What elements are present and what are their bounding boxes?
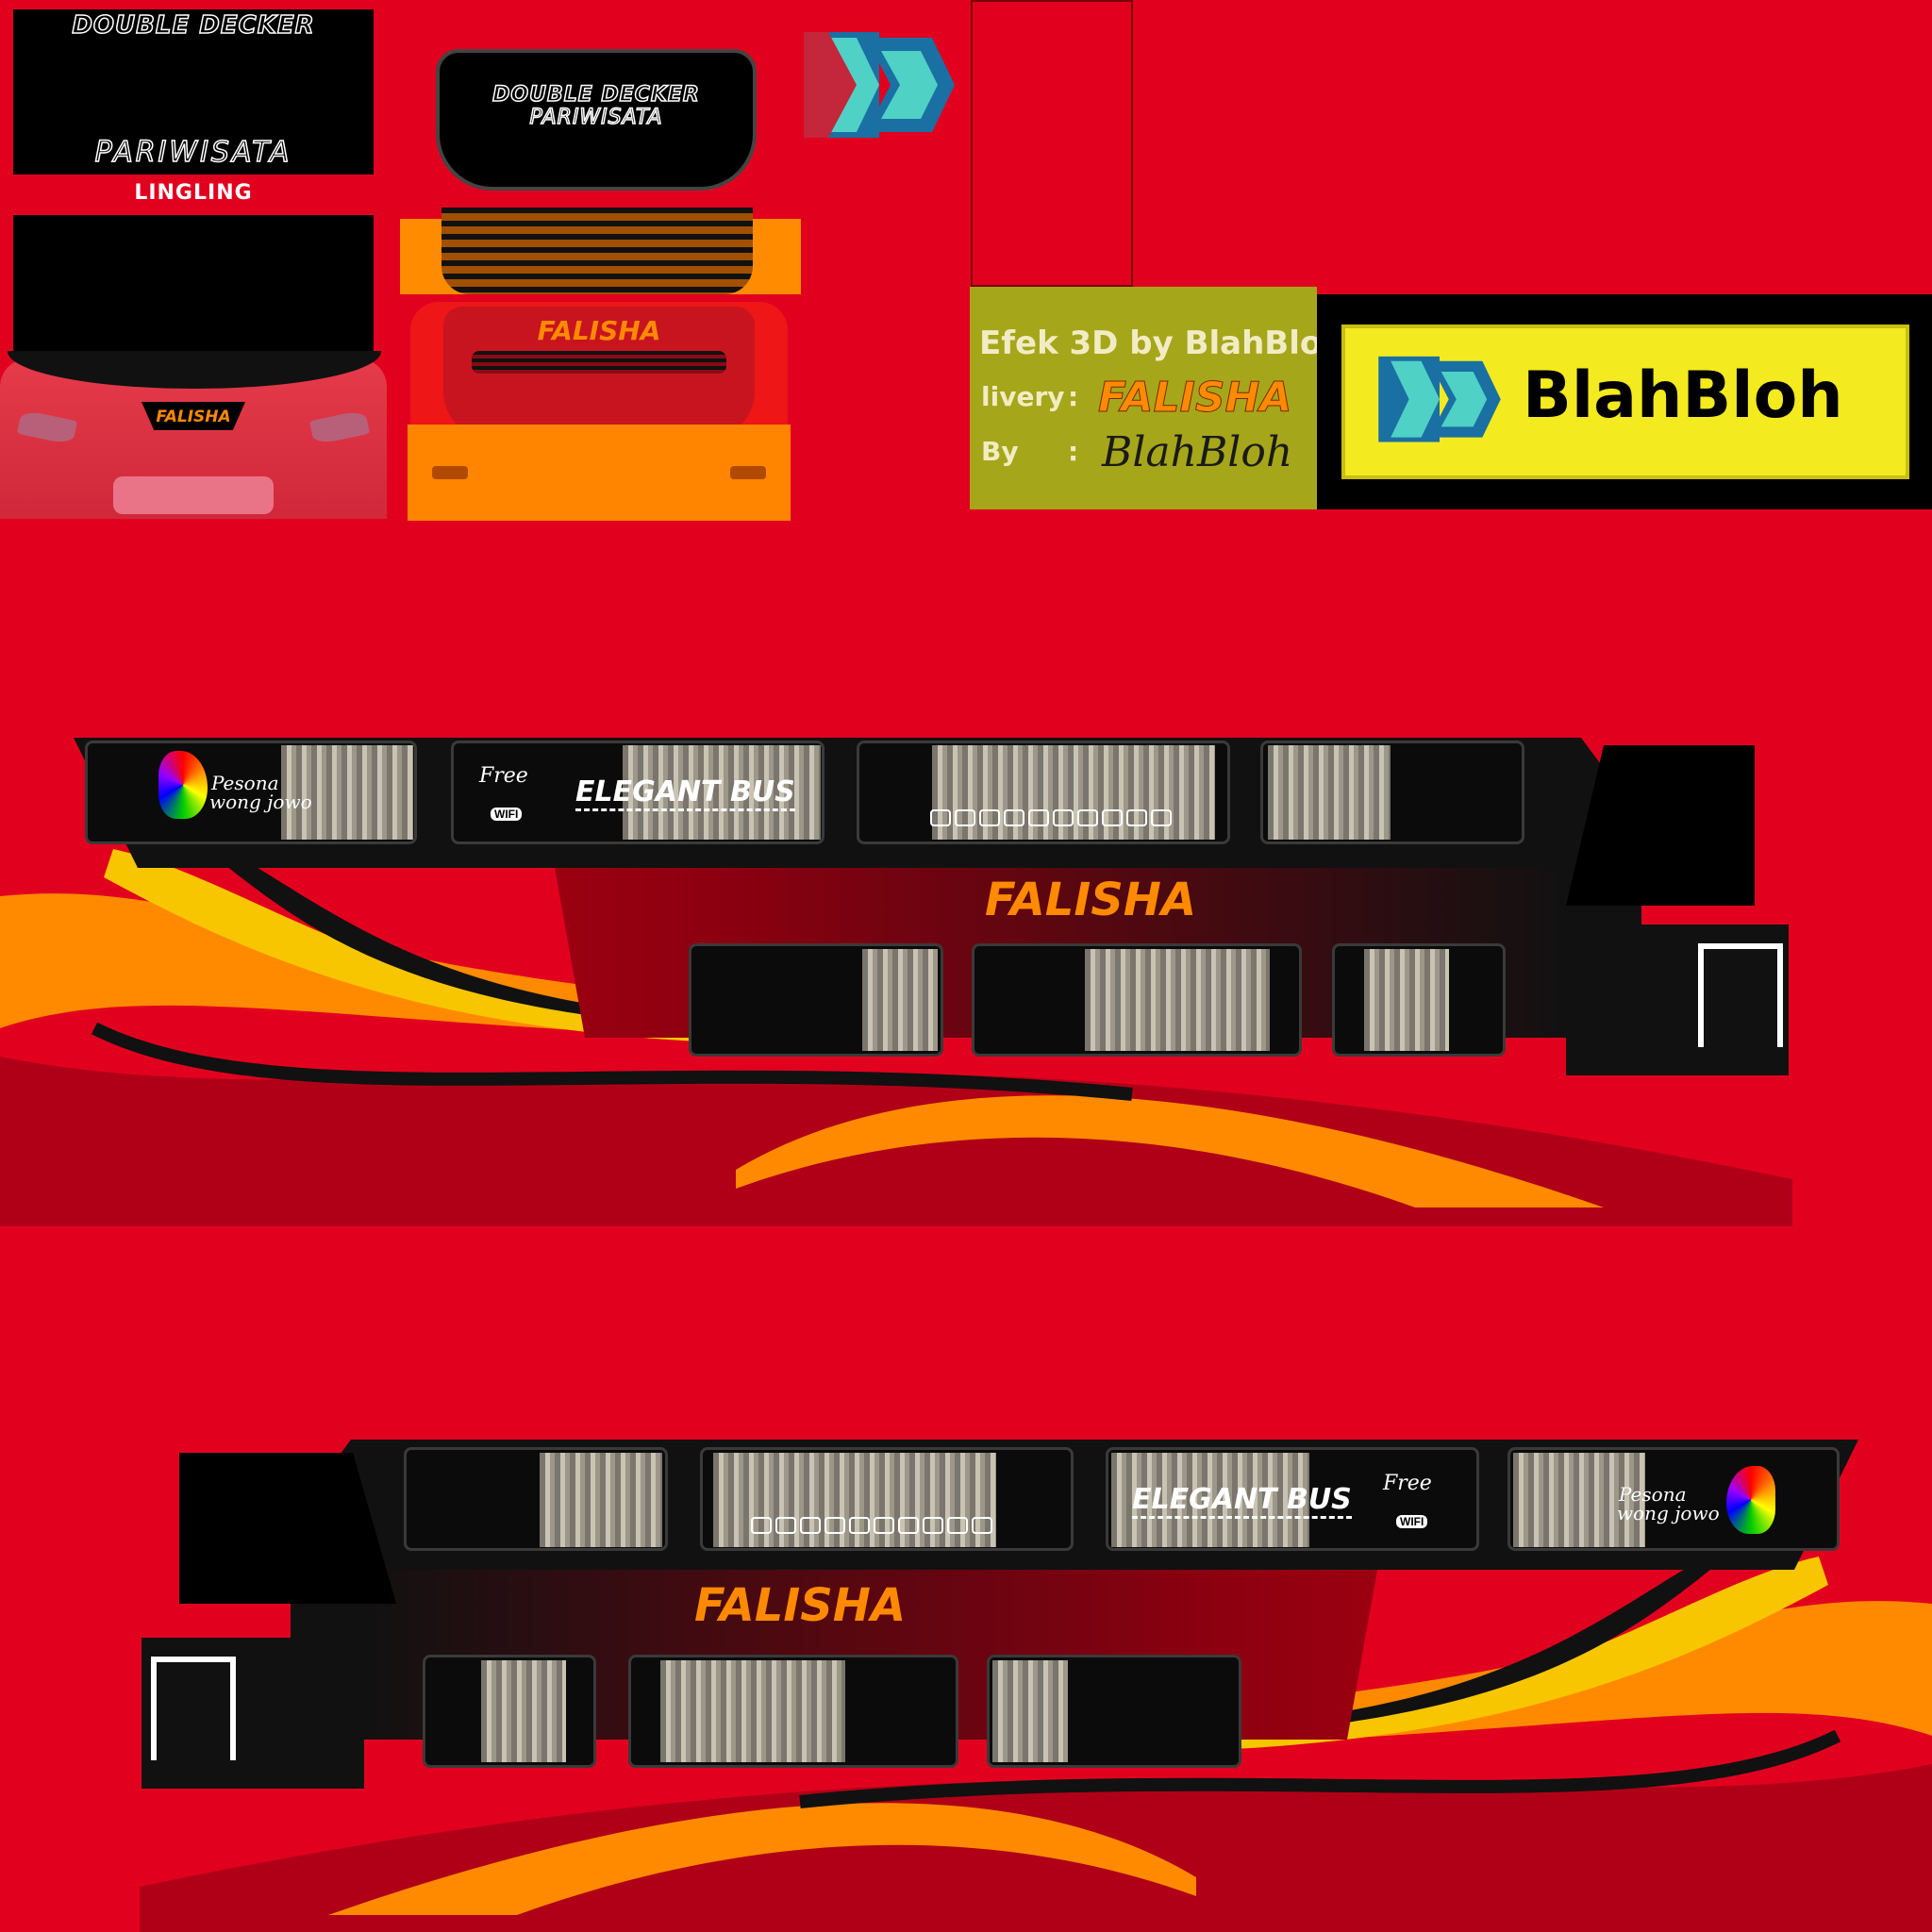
side-left-logo-icon (1726, 1466, 1775, 1534)
side-right-free: Free (479, 764, 528, 788)
livery-value: FALISHA (1097, 374, 1292, 423)
front-sign-bottom-right: PARIWISATA (529, 105, 663, 130)
windshield-left (13, 215, 374, 375)
front-texture-right: DOUBLE DECKER PARIWISATA FALISHA (396, 0, 802, 528)
side-right-elegant: ELEGANT BUS (575, 775, 795, 811)
side-left-curtain-3 (1111, 1453, 1309, 1547)
side-texture-right: Pesona wong jowo Free WIFI ELEGANT BUS F… (0, 717, 1932, 1226)
side-left-name: FALISHA (694, 1579, 907, 1632)
side-right-door-frame (1698, 943, 1783, 1047)
blank-outline-panel (971, 0, 1133, 287)
livery-sep: : (1068, 381, 1079, 412)
amenity-icon (923, 1517, 943, 1534)
side-right-wifi: WIFI (491, 808, 523, 821)
brand-banner: BlahBloh (1317, 294, 1932, 509)
amenity-icon (849, 1517, 870, 1534)
side-right-swooshes (0, 849, 1792, 1226)
amenity-icon (751, 1517, 772, 1534)
amenity-icon (972, 1517, 992, 1534)
front-sign-top-text: DOUBLE DECKER (72, 10, 315, 41)
amenity-icon (930, 809, 951, 826)
bb-logo-icon (800, 28, 958, 143)
side-left-logo-line1: Pesona (1619, 1483, 1687, 1506)
by-label: By (981, 436, 1019, 467)
side-right-name: FALISHA (985, 874, 1197, 926)
side-left-logo-line2: wong jowo (1617, 1502, 1720, 1524)
side-left-swooshes (140, 1557, 1932, 1932)
amenity-icon (1102, 809, 1123, 826)
by-value: BlahBloh (1102, 428, 1293, 476)
side-right-lower-curtain-2 (1085, 949, 1270, 1051)
amenity-icon (800, 1517, 821, 1534)
bb-logo-banner-icon (1375, 351, 1504, 449)
amenity-icon (1151, 809, 1172, 826)
lingling-label: LINGLING (134, 181, 253, 205)
side-right-logo-line2: wong jowo (209, 791, 312, 813)
amenity-icon (1053, 809, 1074, 826)
rear-name: FALISHA (537, 315, 661, 346)
side-right-curtain-4 (1268, 745, 1391, 840)
amenity-icon (898, 1517, 919, 1534)
amenity-icon (947, 1517, 968, 1534)
rear-light-right (730, 466, 766, 479)
rear-light-left (432, 466, 468, 479)
front-badge-name-left: FALISHA (156, 408, 231, 426)
side-right-logo-line1: Pesona (211, 772, 279, 794)
rear-grille (472, 351, 726, 374)
side-right-logo-icon (158, 751, 208, 819)
side-right-door (1566, 924, 1789, 1075)
front-sign-panel-right (436, 49, 757, 191)
side-left-lower-curtain-3 (992, 1660, 1068, 1762)
amenity-icon (955, 809, 975, 826)
rear-bumper (408, 425, 791, 521)
side-left-free: Free (1383, 1472, 1432, 1495)
side-left-curtain-4 (1513, 1453, 1645, 1547)
amenity-icon (1126, 809, 1147, 826)
front-sign-top-right: DOUBLE DECKER (491, 82, 700, 108)
amenity-icon (874, 1517, 894, 1534)
livery-label: livery (981, 381, 1065, 412)
vent-grille (441, 208, 753, 294)
amenity-icon (775, 1517, 796, 1534)
front-grille-left (113, 476, 274, 514)
amenity-icon (1077, 809, 1098, 826)
front-texture-left: DOUBLE DECKER PARIWISATA LINGLING FALISH… (0, 0, 396, 528)
side-left-door (142, 1638, 364, 1789)
side-left-elegant: ELEGANT BUS (1132, 1483, 1352, 1519)
side-texture-left: ELEGANT BUS Free WIFI Pesona wong jowo F… (0, 1424, 1932, 1932)
front-sign-bottom-text: PARIWISATA (94, 135, 292, 170)
side-right-curtain-2 (623, 745, 821, 840)
amenity-icon (1028, 809, 1049, 826)
side-left-door-frame (151, 1657, 236, 1760)
credit-line-1: Efek 3D by BlahBloh (979, 325, 1345, 362)
side-left-amenities (751, 1517, 992, 1534)
side-left-wifi: WIFI (1396, 1515, 1428, 1528)
amenity-icon (824, 1517, 845, 1534)
front-badge-left (142, 402, 245, 430)
amenity-icon (1004, 809, 1024, 826)
side-left-curtain-1 (540, 1453, 662, 1547)
side-right-amenities (930, 809, 1172, 826)
side-right-lower-curtain-3 (1364, 949, 1449, 1051)
credit-panel: Efek 3D by BlahBloh livery : FALISHA By … (970, 287, 1344, 509)
amenity-icon (979, 809, 1000, 826)
side-right-lower-curtain-1 (862, 949, 938, 1051)
front-sign-panel (13, 9, 374, 175)
side-left-lower-curtain-2 (660, 1660, 845, 1762)
side-right-front-cab (1566, 745, 1755, 906)
side-left-lower-curtain-1 (481, 1660, 566, 1762)
side-right-curtain-1 (281, 745, 413, 840)
by-sep: : (1068, 436, 1079, 467)
brand-name: BlahBloh (1523, 358, 1843, 433)
